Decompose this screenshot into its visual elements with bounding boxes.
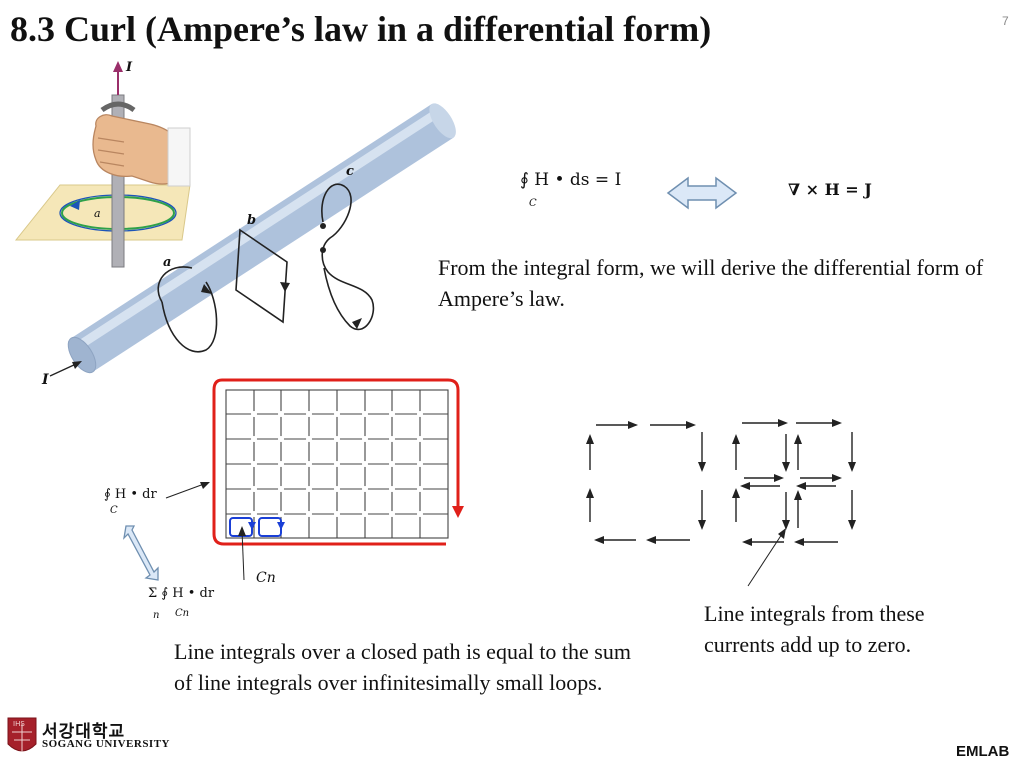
university-name-korean: 서강대학교 bbox=[42, 722, 126, 742]
current-arrowhead-bottom bbox=[72, 361, 82, 369]
red-closed-path bbox=[212, 378, 460, 546]
integral-pointer-head bbox=[200, 482, 210, 489]
cn-pointer-head bbox=[238, 526, 246, 536]
differential-form-equation: ∇ × H = J bbox=[788, 180, 872, 199]
footer-lab-name: EMLAB bbox=[956, 743, 1010, 760]
sum-subscript-cn: Cn bbox=[175, 608, 190, 619]
small-loop-1-arrow bbox=[248, 522, 256, 530]
cylinder-end-right bbox=[429, 103, 456, 139]
cylinder-end-left bbox=[67, 336, 97, 374]
integral-equivalence-arrow bbox=[123, 525, 159, 581]
cancellation-arrows bbox=[586, 419, 856, 546]
integral-form-equation: ∮ H • ds = I bbox=[520, 170, 622, 190]
small-loop-2 bbox=[258, 517, 282, 537]
label-loop-a-small: a bbox=[94, 207, 101, 220]
loop-c-dot-1 bbox=[320, 223, 326, 229]
plane-sheet bbox=[14, 184, 191, 241]
seal-pattern bbox=[12, 724, 32, 752]
text-add-up-zero: Line integrals from these currents add u… bbox=[704, 601, 925, 657]
cylinder-highlight bbox=[74, 109, 440, 351]
label-loop-a: a bbox=[163, 255, 172, 270]
zero-pointer-head bbox=[778, 528, 786, 539]
loop-a-back bbox=[157, 266, 193, 303]
loop-c-path bbox=[321, 183, 375, 331]
loop-integral-subscript: C bbox=[110, 505, 118, 516]
text-integral-to-differential: From the integral form, we will derive t… bbox=[438, 255, 984, 311]
slide-title: 8.3 Curl (Ampere’s law in a differential… bbox=[10, 9, 712, 49]
loop-c-arrowhead bbox=[352, 318, 362, 329]
integral-pointer bbox=[165, 483, 205, 499]
integral-form-subscript: C bbox=[529, 198, 537, 209]
label-loop-b: b bbox=[247, 213, 257, 228]
loop-integral-equation: ∮ H • dr bbox=[104, 487, 157, 502]
label-loop-c: c bbox=[346, 164, 354, 179]
loop-c-dot-2 bbox=[320, 247, 326, 253]
red-arrowhead bbox=[452, 506, 464, 518]
equivalence-arrow[interactable] bbox=[666, 176, 738, 210]
grid-cell-rounding bbox=[251, 411, 423, 517]
hand-fingers bbox=[97, 137, 125, 167]
zero-pointer bbox=[747, 533, 783, 587]
small-loop-2-arrow bbox=[277, 522, 285, 530]
loop-a-small-arrow bbox=[70, 200, 80, 210]
sum-subscript-n: n bbox=[153, 610, 160, 621]
grid-cn-label: Cn bbox=[256, 570, 276, 586]
seal-text: IHS bbox=[13, 720, 25, 728]
loop-a-front bbox=[161, 281, 218, 353]
label-current-top: I bbox=[126, 60, 133, 75]
cylinder-group bbox=[67, 103, 456, 374]
label-current-bottom: I bbox=[42, 372, 49, 388]
loop-b-arrowhead bbox=[280, 282, 290, 292]
university-name-english: SOGANG UNIVERSITY bbox=[42, 738, 170, 750]
cn-pointer bbox=[241, 529, 245, 581]
current-arrow-bottom bbox=[49, 363, 77, 377]
sum-integral-equation: Σ ∮ H • dr bbox=[148, 586, 215, 601]
loop-a-arrowhead bbox=[201, 284, 212, 294]
cylinder-body bbox=[71, 104, 454, 372]
text-closed-path-sum: Line integrals over a closed path is equ… bbox=[174, 639, 631, 695]
curl-arrow bbox=[100, 101, 136, 113]
page-number: 7 bbox=[1002, 14, 1009, 28]
sleeve bbox=[167, 127, 191, 187]
loop-b-square bbox=[235, 228, 288, 324]
current-arrowhead-top bbox=[113, 61, 123, 72]
